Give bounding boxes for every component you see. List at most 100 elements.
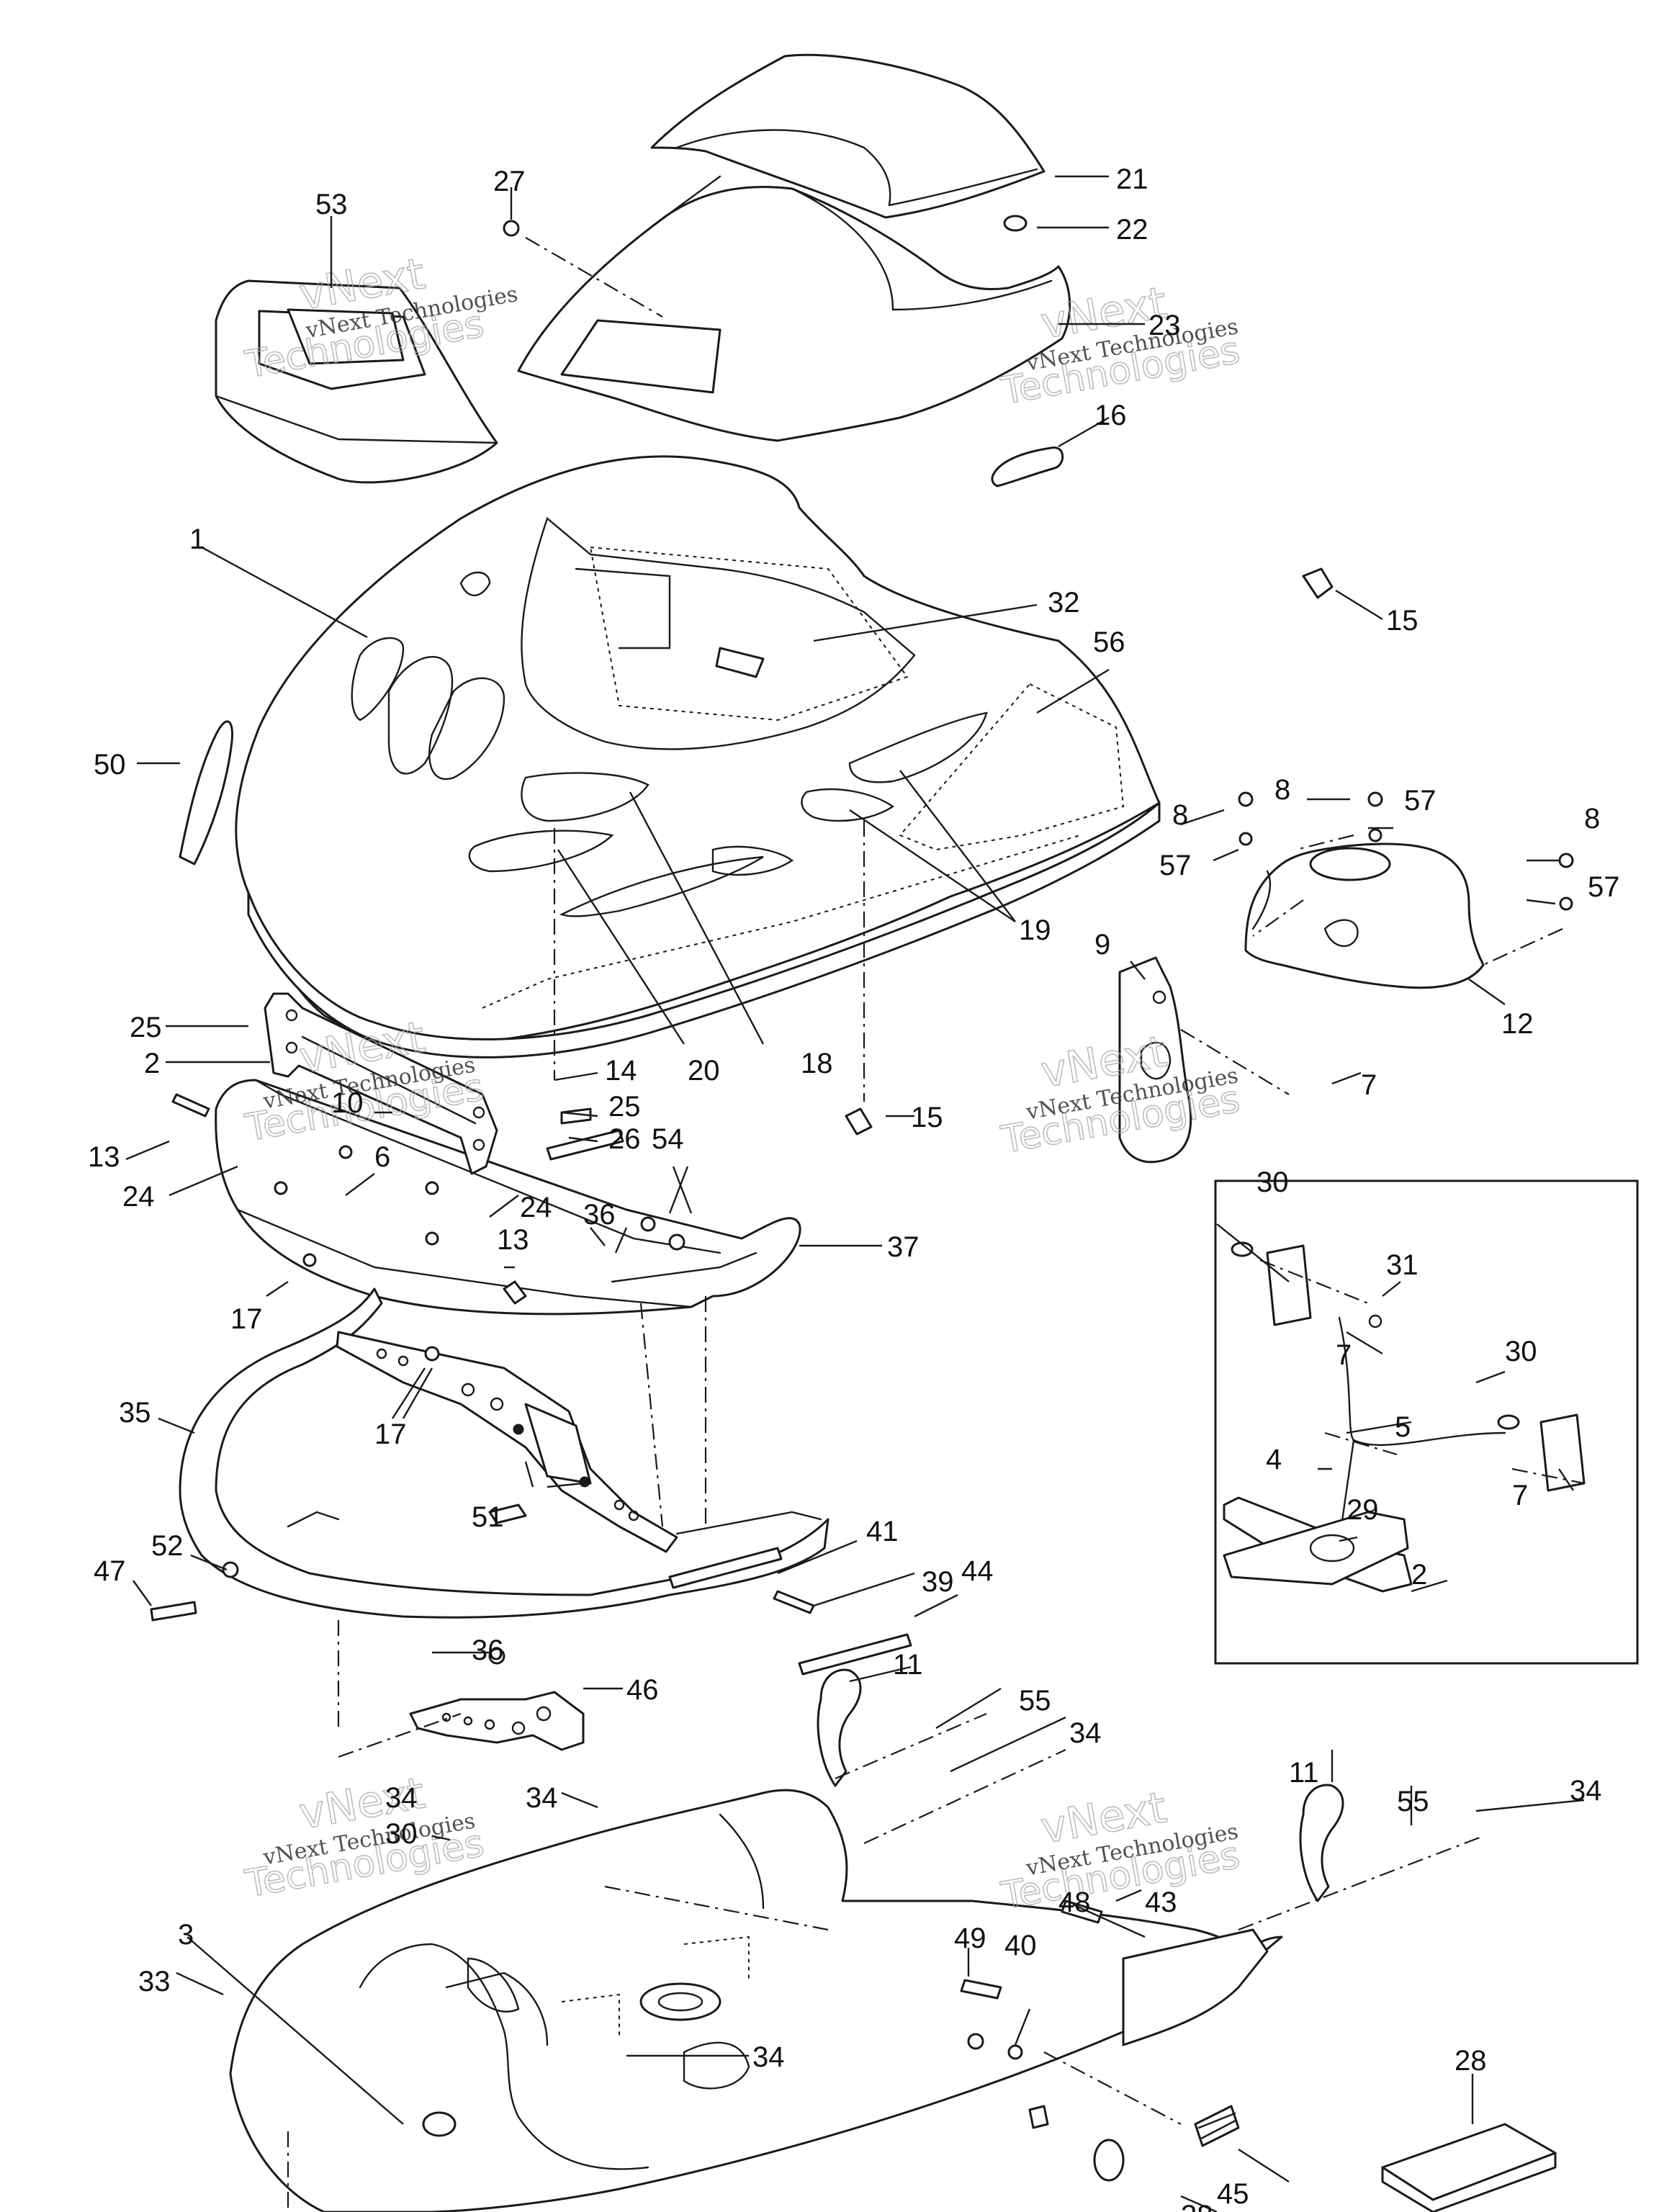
callout-label: 32	[1048, 587, 1080, 619]
callout-label: 55	[1397, 1786, 1429, 1817]
callout-label: 6	[374, 1141, 390, 1173]
callout-label: 56	[1093, 626, 1125, 658]
callout-label: 8	[1274, 774, 1290, 806]
callout-label: 35	[119, 1397, 151, 1429]
callout-label: 13	[88, 1141, 120, 1173]
callout-label: 16	[1094, 400, 1127, 431]
hood-part	[235, 455, 1161, 1058]
callout-label: 31	[1386, 1249, 1419, 1281]
callout-label: 33	[138, 1966, 171, 1997]
callout-label: 30	[385, 1818, 418, 1850]
callout-label: 48	[1058, 1887, 1091, 1918]
callout-label: 52	[151, 1530, 184, 1562]
callout-label: 19	[1019, 914, 1051, 946]
hinge-arm-part	[264, 992, 498, 1175]
callout-label: 2	[144, 1048, 160, 1079]
callout-label: 30	[1505, 1336, 1537, 1367]
callout-label: 1	[189, 523, 205, 555]
hardware-parts	[150, 215, 1574, 2060]
callout-label: 29	[1346, 1494, 1379, 1526]
callout-label: 11	[893, 1649, 923, 1681]
callout-label: 54	[652, 1123, 684, 1155]
handle-part	[991, 446, 1064, 487]
watermark: vNext vNext Technologies Technologies	[997, 1026, 1244, 1163]
callout-label: 25	[130, 1012, 162, 1043]
callout-label: 24	[520, 1192, 552, 1223]
manual-part	[1381, 2123, 1557, 2212]
callout-label: 38	[1181, 2200, 1213, 2212]
callout-label: 12	[1501, 1008, 1534, 1040]
callout-label: 22	[1116, 214, 1148, 246]
callout-label: 36	[583, 1199, 616, 1231]
cable-inset	[1214, 1179, 1639, 1665]
callout-label: 36	[472, 1635, 504, 1666]
callout-label: 7	[1512, 1480, 1528, 1511]
callout-label: 46	[626, 1674, 659, 1706]
callout-label: 34	[526, 1782, 558, 1814]
callout-label: 27	[493, 166, 526, 197]
callout-label: 15	[1386, 605, 1419, 637]
callout-label: 41	[866, 1516, 899, 1547]
callout-label: 43	[1145, 1887, 1177, 1918]
callout-label: 24	[122, 1181, 155, 1213]
callout-label: 28	[1455, 2045, 1487, 2077]
bottom-pan-part	[229, 1789, 1283, 2212]
callout-label: 40	[1004, 1930, 1037, 1961]
callout-label: 57	[1159, 850, 1192, 881]
callout-label: 57	[1588, 871, 1620, 903]
callout-label: 17	[374, 1419, 407, 1450]
watermark: vNext vNext Technologies Technologies	[997, 1782, 1244, 1919]
callout-label: 2	[1411, 1559, 1427, 1591]
callout-label: 57	[1404, 785, 1437, 817]
bracket-9-part	[1118, 956, 1192, 1164]
callout-label: 11	[1289, 1757, 1319, 1789]
bumper-frame-part	[179, 1287, 830, 1619]
callout-label: 34	[752, 2041, 785, 2073]
callout-label: 55	[1019, 1685, 1051, 1717]
callout-label: 18	[801, 1048, 833, 1079]
callout-label: 44	[961, 1555, 994, 1587]
seat-cover-part	[650, 53, 1046, 219]
callout-label: 5	[1395, 1411, 1411, 1443]
callout-label: 23	[1148, 310, 1181, 341]
callout-label: 14	[605, 1055, 637, 1087]
callout-label: 15	[911, 1102, 943, 1133]
callout-label: 3	[178, 1919, 194, 1951]
strip-parts	[668, 1547, 912, 1676]
callout-label: 7	[1361, 1069, 1377, 1101]
callout-labels: 1 2 2 3 4 5 6 7 7 7 8 8 8 9 10 11 11 12 …	[88, 163, 1620, 2212]
console-part	[215, 279, 498, 484]
callout-label: 20	[688, 1055, 720, 1087]
callout-label: 34	[1069, 1717, 1102, 1749]
assembly-lines	[287, 821, 1585, 2212]
callout-label: 49	[954, 1923, 986, 1954]
callout-label: 34	[1570, 1775, 1602, 1807]
callout-label: 8	[1584, 803, 1600, 835]
callout-label: 25	[608, 1091, 641, 1123]
decal-45-part	[1194, 2105, 1240, 2147]
callout-label: 8	[1172, 799, 1188, 831]
callout-label: 21	[1116, 163, 1148, 195]
callout-label: 47	[94, 1555, 126, 1587]
callout-label: 7	[1336, 1339, 1352, 1371]
tank-cover-part	[1244, 842, 1485, 989]
grab-handle-part	[817, 1668, 1344, 1902]
callout-label: 37	[887, 1231, 920, 1263]
callout-label: 50	[94, 749, 126, 781]
callout-label: 17	[230, 1303, 263, 1335]
callout-label: 30	[1256, 1166, 1289, 1198]
decal-part	[179, 720, 234, 866]
leader-lines	[125, 175, 1585, 2212]
callout-label: 4	[1266, 1444, 1282, 1475]
hinge-bracket-part	[215, 1079, 801, 1316]
callout-label: 45	[1217, 2178, 1249, 2210]
callout-label: 34	[385, 1782, 418, 1814]
callout-label: 9	[1094, 929, 1110, 961]
callout-label: 39	[922, 1566, 954, 1598]
callout-label: 53	[315, 189, 348, 220]
seat-base-part	[517, 175, 1071, 442]
callout-label: 51	[472, 1501, 504, 1533]
callout-label: 13	[497, 1224, 529, 1256]
